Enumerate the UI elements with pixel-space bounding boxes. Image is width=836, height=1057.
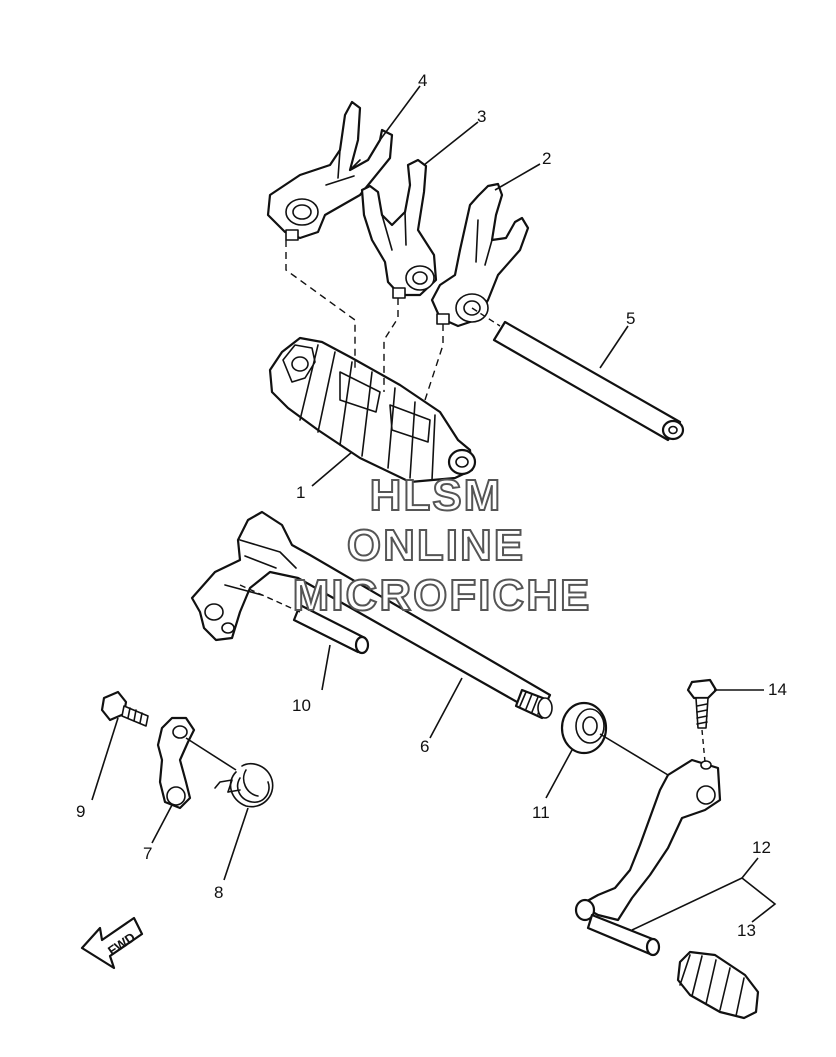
watermark-line-2: ONLINE (347, 521, 525, 570)
part-3-shift-fork[interactable] (360, 158, 438, 299)
part-12-shift-pedal[interactable] (574, 758, 722, 957)
callout-12: 12 (752, 838, 771, 857)
part-13-pedal-rubber[interactable] (676, 950, 760, 1020)
callout-10: 10 (292, 696, 311, 715)
callout-9: 9 (76, 802, 85, 821)
part-8-torsion-spring[interactable] (214, 762, 274, 808)
watermark: HLSM ONLINE MICROFICHE (292, 470, 592, 621)
callout-13: 13 (737, 921, 756, 940)
callout-11: 11 (532, 803, 550, 822)
callout-labels: 4 3 2 5 1 10 6 14 11 9 7 8 12 13 (76, 71, 787, 940)
callout-2: 2 (542, 149, 551, 168)
callout-6: 6 (420, 737, 429, 756)
part-9-bolt[interactable] (100, 690, 149, 727)
part-14-bolt[interactable] (686, 678, 718, 729)
part-10-pin[interactable] (239, 584, 370, 655)
callout-3: 3 (477, 107, 486, 126)
watermark-line-3: MICROFICHE (293, 571, 592, 620)
callout-7: 7 (143, 844, 152, 863)
part-11-oil-seal[interactable] (560, 701, 608, 755)
callout-leaders (91, 85, 777, 931)
callout-4: 4 (418, 71, 427, 90)
callout-14: 14 (768, 680, 787, 699)
fwd-arrow-icon: FWD (80, 916, 144, 970)
part-5-guide-bar[interactable] (471, 307, 685, 442)
callout-5: 5 (626, 309, 635, 328)
callout-8: 8 (214, 883, 223, 902)
watermark-line-1: HLSM (370, 471, 503, 520)
part-6-shift-shaft[interactable] (190, 510, 553, 720)
part-1-shift-drum[interactable] (268, 336, 477, 484)
callout-1: 1 (296, 483, 305, 502)
part-7-stopper-lever[interactable] (156, 716, 237, 810)
part-2-shift-fork[interactable] (430, 182, 530, 328)
